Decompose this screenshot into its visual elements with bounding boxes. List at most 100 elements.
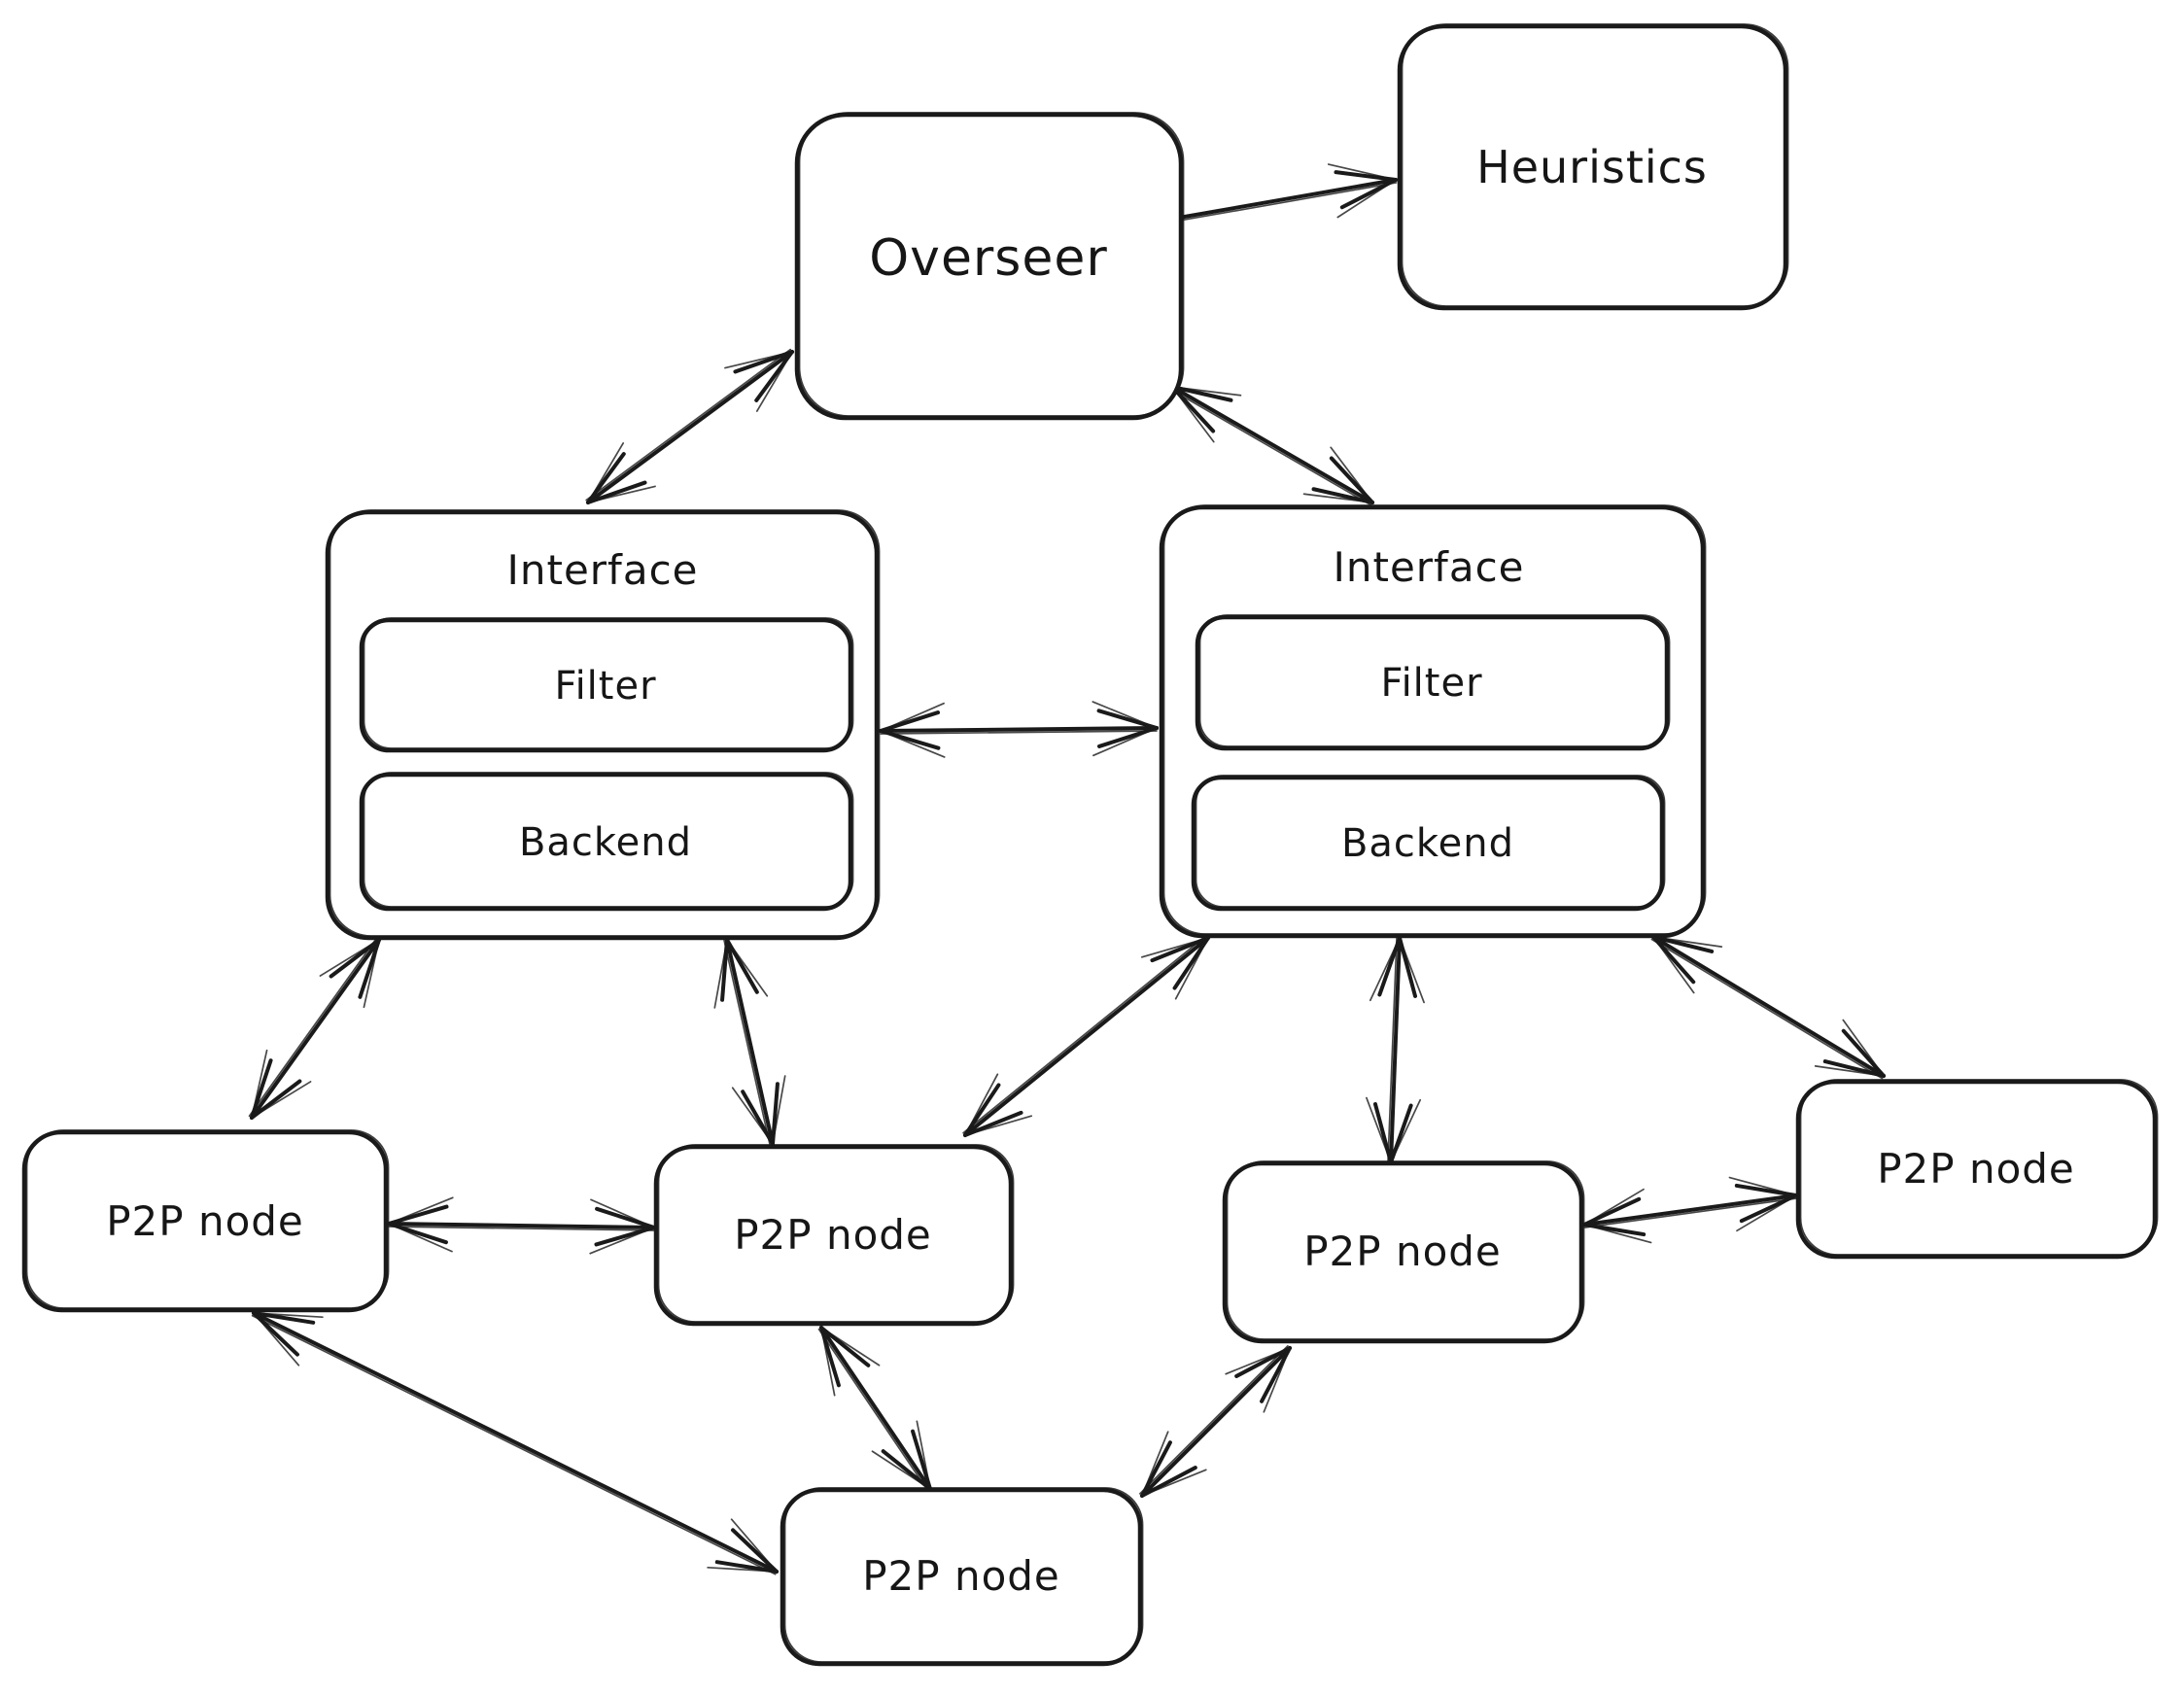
arrowhead-icon [879,710,941,733]
node-box [1795,1079,2158,1260]
arrowhead-icon [586,480,647,504]
arrowhead-icon [820,1327,836,1397]
node-box-sketch [1195,775,1666,908]
edge-interface-left--p2p-node-2 [713,938,786,1146]
edge-line-sketch [388,1226,655,1231]
arrowhead-icon [1096,726,1159,748]
arrowhead-icon [1171,386,1215,443]
node-box [359,772,853,912]
edge-line-sketch [880,730,1158,735]
node-box [653,1144,1014,1327]
edge-line-sketch [1139,1345,1289,1495]
arrowhead-icon [251,1049,268,1119]
node-box-sketch [329,509,881,937]
arrowhead-icon [1398,936,1418,998]
arrowhead-icon [1651,935,1715,953]
arrowhead-icon [1092,701,1158,729]
arrowhead-icon [1399,937,1425,1004]
arrowhead-icon [1329,456,1374,504]
node-box [794,112,1184,421]
node-label-p2p-node-2: P2P node [734,1211,932,1259]
arrowhead-icon [871,1450,931,1490]
arrowhead-icon [329,938,381,979]
edge-line [252,1311,779,1574]
node-box-sketch [25,1129,390,1309]
arrowhead-icon [1141,1469,1207,1497]
node-box [359,617,853,753]
arrowhead-icon [590,1198,655,1228]
arrowhead-icon [880,702,945,732]
edge-line [1651,935,1886,1078]
arrowhead-icon [820,1327,881,1366]
arrowhead-icon [1652,936,1723,948]
node-label-p2p-node-1: P2P node [106,1197,304,1245]
node-box [780,1487,1143,1667]
arrowhead-icon [1390,1098,1422,1163]
node-box-sketch [363,772,854,908]
edge-line-sketch [248,937,378,1118]
arrowhead-icon [1728,1176,1797,1196]
edge-line [879,726,1159,733]
edge-interface-right--p2p-node-5 [1650,935,1886,1080]
arrowhead-icon [1263,1347,1291,1413]
node-box [1222,1160,1584,1344]
arrowhead-icon [1092,727,1158,757]
arrowhead-icon [1170,385,1216,433]
node-overseer: Overseer [794,112,1185,421]
edge-line [1582,1193,1798,1227]
arrowhead-icon [1150,936,1210,963]
arrowhead-icon [1583,1188,1645,1226]
node-box-sketch [1799,1079,2159,1256]
arrowhead-icon [772,1075,786,1145]
node-label-filter-right: Filter [1380,661,1482,706]
node-box [1195,614,1670,751]
arrowhead-icon [916,1420,931,1490]
arrowhead-icon [1369,937,1401,1002]
arrowhead-icon [363,939,380,1009]
node-box [1397,23,1788,311]
node-backend-left: Backend [359,772,854,912]
arrowhead-icon [586,452,626,504]
node-label-interface-left: Interface [506,546,698,594]
edge-line [1170,385,1374,504]
arrowhead-icon [587,485,656,503]
arrowhead-icon [819,1326,871,1367]
edge-interface-left--p2p-node-1 [248,937,381,1120]
arrowhead-icon [964,1115,1033,1136]
node-label-overseer: Overseer [869,229,1108,288]
arrowhead-icon [724,351,793,369]
arrowhead-icon [741,1090,775,1146]
arrowhead-icon [1141,1431,1169,1497]
arrowhead-icon [1814,1065,1885,1077]
edge-overseer--heuristics [1177,163,1398,222]
arrowhead-icon [387,1204,449,1226]
arrowhead-icon [714,1560,779,1574]
arrowhead-icon [1739,1193,1798,1224]
arrowhead-icon [594,1226,656,1247]
edge-line-sketch [723,939,771,1146]
node-p2p-node-4: P2P node [1222,1160,1585,1344]
arrowhead-icon [388,1196,454,1225]
arrowhead-icon [1096,709,1159,730]
arrowhead-icon [1140,937,1209,958]
arrowhead-icon [1736,1194,1797,1232]
arrowhead-icon [755,351,793,412]
arrowhead-icon [252,1311,316,1325]
edge-p2p-node-4--p2p-node-3 [1139,1345,1292,1498]
edge-overseer--interface-left [585,348,794,504]
edge-line-sketch [962,934,1207,1134]
arrowhead-icon [1582,1196,1642,1227]
node-box-sketch [363,617,854,749]
node-label-filter-left: Filter [554,664,656,709]
node-p2p-node-3: P2P node [780,1487,1144,1667]
arrowhead-icon [1172,936,1210,990]
node-label-p2p-node-4: P2P node [1303,1228,1502,1275]
edge-p2p-node-4--p2p-node-5 [1582,1176,1798,1244]
arrowhead-icon [1330,446,1373,503]
node-box-sketch [657,1144,1015,1323]
arrowhead-icon [879,729,941,750]
arrowhead-icon [1170,385,1233,402]
node-box-sketch [783,1487,1144,1663]
